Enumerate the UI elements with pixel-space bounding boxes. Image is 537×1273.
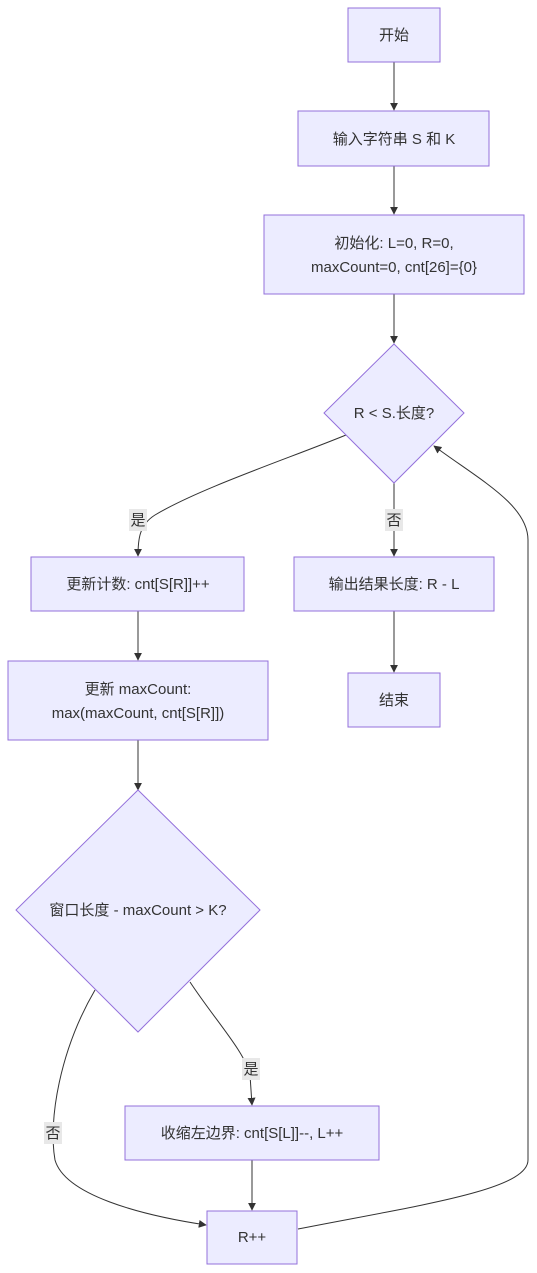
update-cnt-label: 更新计数: cnt[S[R]]++ xyxy=(66,576,210,593)
cond-window-label: 窗口长度 - maxCount > K? xyxy=(49,901,226,919)
end-label: 结束 xyxy=(379,692,409,709)
edge-label-cond-r-yes: 是 xyxy=(129,509,147,531)
svg-text:否: 否 xyxy=(386,512,401,529)
r-inc-label: R++ xyxy=(238,1229,267,1246)
svg-text:是: 是 xyxy=(130,512,145,529)
input-label: 输入字符串 S 和 K xyxy=(333,131,456,148)
edge-label-cond-window-no: 否 xyxy=(44,1122,62,1144)
start-node: 开始 xyxy=(347,7,441,63)
edge-rinc-loop xyxy=(297,445,529,1230)
update-cnt-node: 更新计数: cnt[S[R]]++ xyxy=(30,556,245,612)
end-node: 结束 xyxy=(347,672,441,728)
output-node: 输出结果长度: R - L xyxy=(293,556,495,612)
edge-window-yes xyxy=(189,981,256,1106)
shrink-node: 收缩左边界: cnt[S[L]]--, L++ xyxy=(124,1105,380,1161)
svg-text:是: 是 xyxy=(243,1061,258,1078)
cond-r-decision: R < S.长度? xyxy=(323,343,465,484)
input-node: 输入字符串 S 和 K xyxy=(297,110,490,167)
init-label-line2: maxCount=0, cnt[26]={0} xyxy=(311,259,477,276)
init-node: 初始化: L=0, R=0, maxCount=0, cnt[26]={0} xyxy=(263,214,525,295)
shrink-label: 收缩左边界: cnt[S[L]]--, L++ xyxy=(161,1125,344,1142)
r-inc-node: R++ xyxy=(206,1210,298,1265)
edge-window-no xyxy=(52,989,207,1228)
cond-window-decision: 窗口长度 - maxCount > K? xyxy=(15,789,261,1033)
output-label: 输出结果长度: R - L xyxy=(329,576,460,593)
init-label-line1: 初始化: L=0, R=0, xyxy=(334,235,453,252)
update-max-label-line2: max(maxCount, cnt[S[R]]) xyxy=(52,705,225,722)
start-label: 开始 xyxy=(379,27,409,44)
update-max-label-line1: 更新 maxCount: xyxy=(85,681,192,698)
edge-label-cond-r-no: 否 xyxy=(385,509,403,531)
cond-r-label: R < S.长度? xyxy=(354,405,434,422)
update-max-node: 更新 maxCount: max(maxCount, cnt[S[R]]) xyxy=(7,660,269,741)
edge-cond-yes xyxy=(134,434,347,557)
edge-label-cond-window-yes: 是 xyxy=(242,1058,260,1080)
svg-text:否: 否 xyxy=(45,1125,60,1142)
